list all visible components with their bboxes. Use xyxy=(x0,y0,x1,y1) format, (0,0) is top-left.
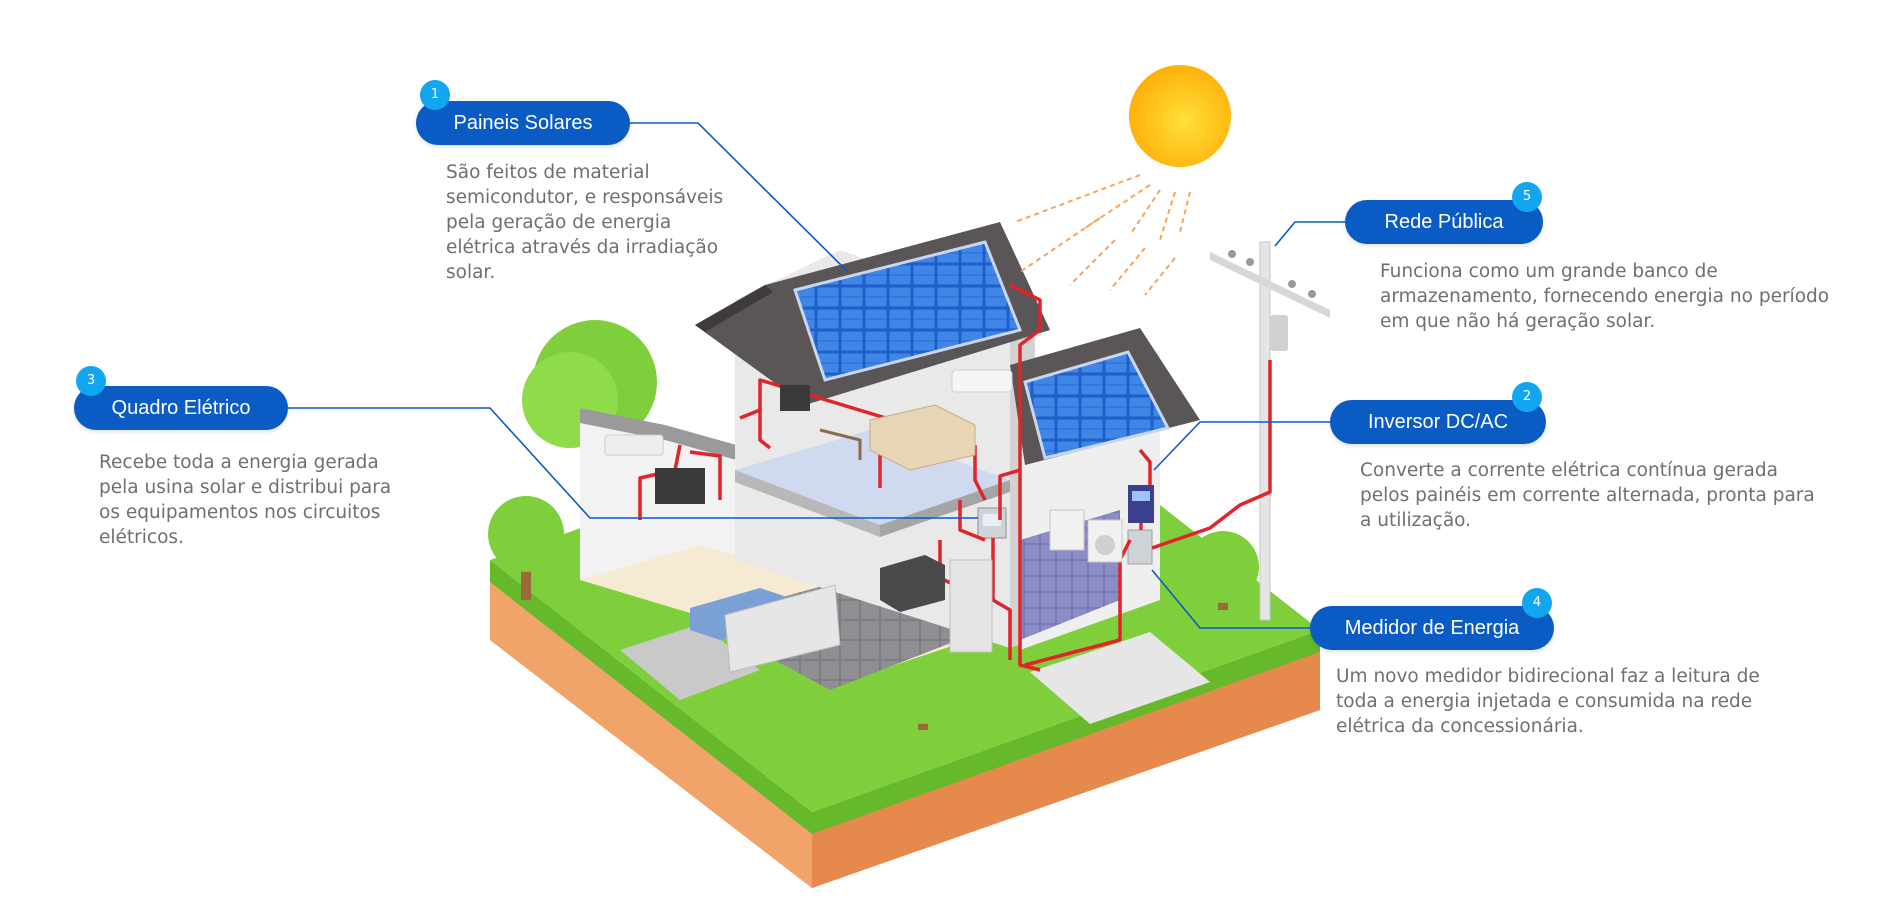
badge-number-5: 5 xyxy=(1522,189,1532,204)
meter-box xyxy=(1127,529,1153,565)
connector-lines xyxy=(288,122,1345,629)
tree-left xyxy=(488,496,564,600)
badge-medidor: 4 xyxy=(1522,588,1552,618)
badge-number-1: 1 xyxy=(430,87,440,102)
badge-number-2: 2 xyxy=(1522,389,1532,404)
connector-medidor xyxy=(1151,569,1310,629)
title-paineis-solares: Paineis Solares xyxy=(453,112,593,134)
electrical-wiring xyxy=(638,283,1272,672)
desc-inversor: Converte a corrente elétrica contínua ge… xyxy=(1360,460,1815,531)
pill-inversor: Inversor DC/AC xyxy=(1330,400,1546,444)
inverter-box xyxy=(1128,485,1154,523)
connector-quadro-eletrico xyxy=(288,407,978,519)
sun xyxy=(1129,65,1231,167)
badge-inversor: 2 xyxy=(1512,382,1542,412)
pill-rede-publica: Rede Pública xyxy=(1345,200,1543,244)
badge-paineis-solares: 1 xyxy=(420,80,450,110)
pill-medidor: Medidor de Energia xyxy=(1310,606,1554,650)
desc-quadro-eletrico: Recebe toda a energia gerada pela usina … xyxy=(99,452,392,548)
badge-quadro-eletrico: 3 xyxy=(76,366,106,396)
desc-paineis-solares: São feitos de material semicondutor, e r… xyxy=(446,162,724,283)
tree-right xyxy=(1187,531,1259,610)
badge-number-4: 4 xyxy=(1532,595,1542,610)
connector-inversor xyxy=(1153,421,1330,471)
tree-front xyxy=(887,652,959,730)
title-quadro-eletrico: Quadro Elétrico xyxy=(111,397,251,419)
desc-medidor: Um novo medidor bidirecional faz a leitu… xyxy=(1336,666,1760,737)
title-rede-publica: Rede Pública xyxy=(1384,211,1504,233)
desc-rede-publica: Funciona como um grande banco de armazen… xyxy=(1380,261,1830,332)
badge-number-3: 3 xyxy=(86,373,96,388)
sun-rays xyxy=(1014,174,1191,296)
pill-quadro-eletrico: Quadro Elétrico xyxy=(74,386,288,430)
solar-panels xyxy=(793,240,1171,460)
electrical-panel-box xyxy=(977,507,1007,539)
title-inversor: Inversor DC/AC xyxy=(1367,411,1509,433)
connector-paineis-solares xyxy=(620,122,849,273)
title-medidor: Medidor de Energia xyxy=(1344,617,1520,639)
pill-paineis-solares: Paineis Solares xyxy=(416,101,630,145)
utility-pole xyxy=(1210,241,1330,621)
connector-rede-publica xyxy=(1274,221,1345,247)
badge-rede-publica: 5 xyxy=(1512,182,1542,212)
furniture xyxy=(604,369,1123,673)
